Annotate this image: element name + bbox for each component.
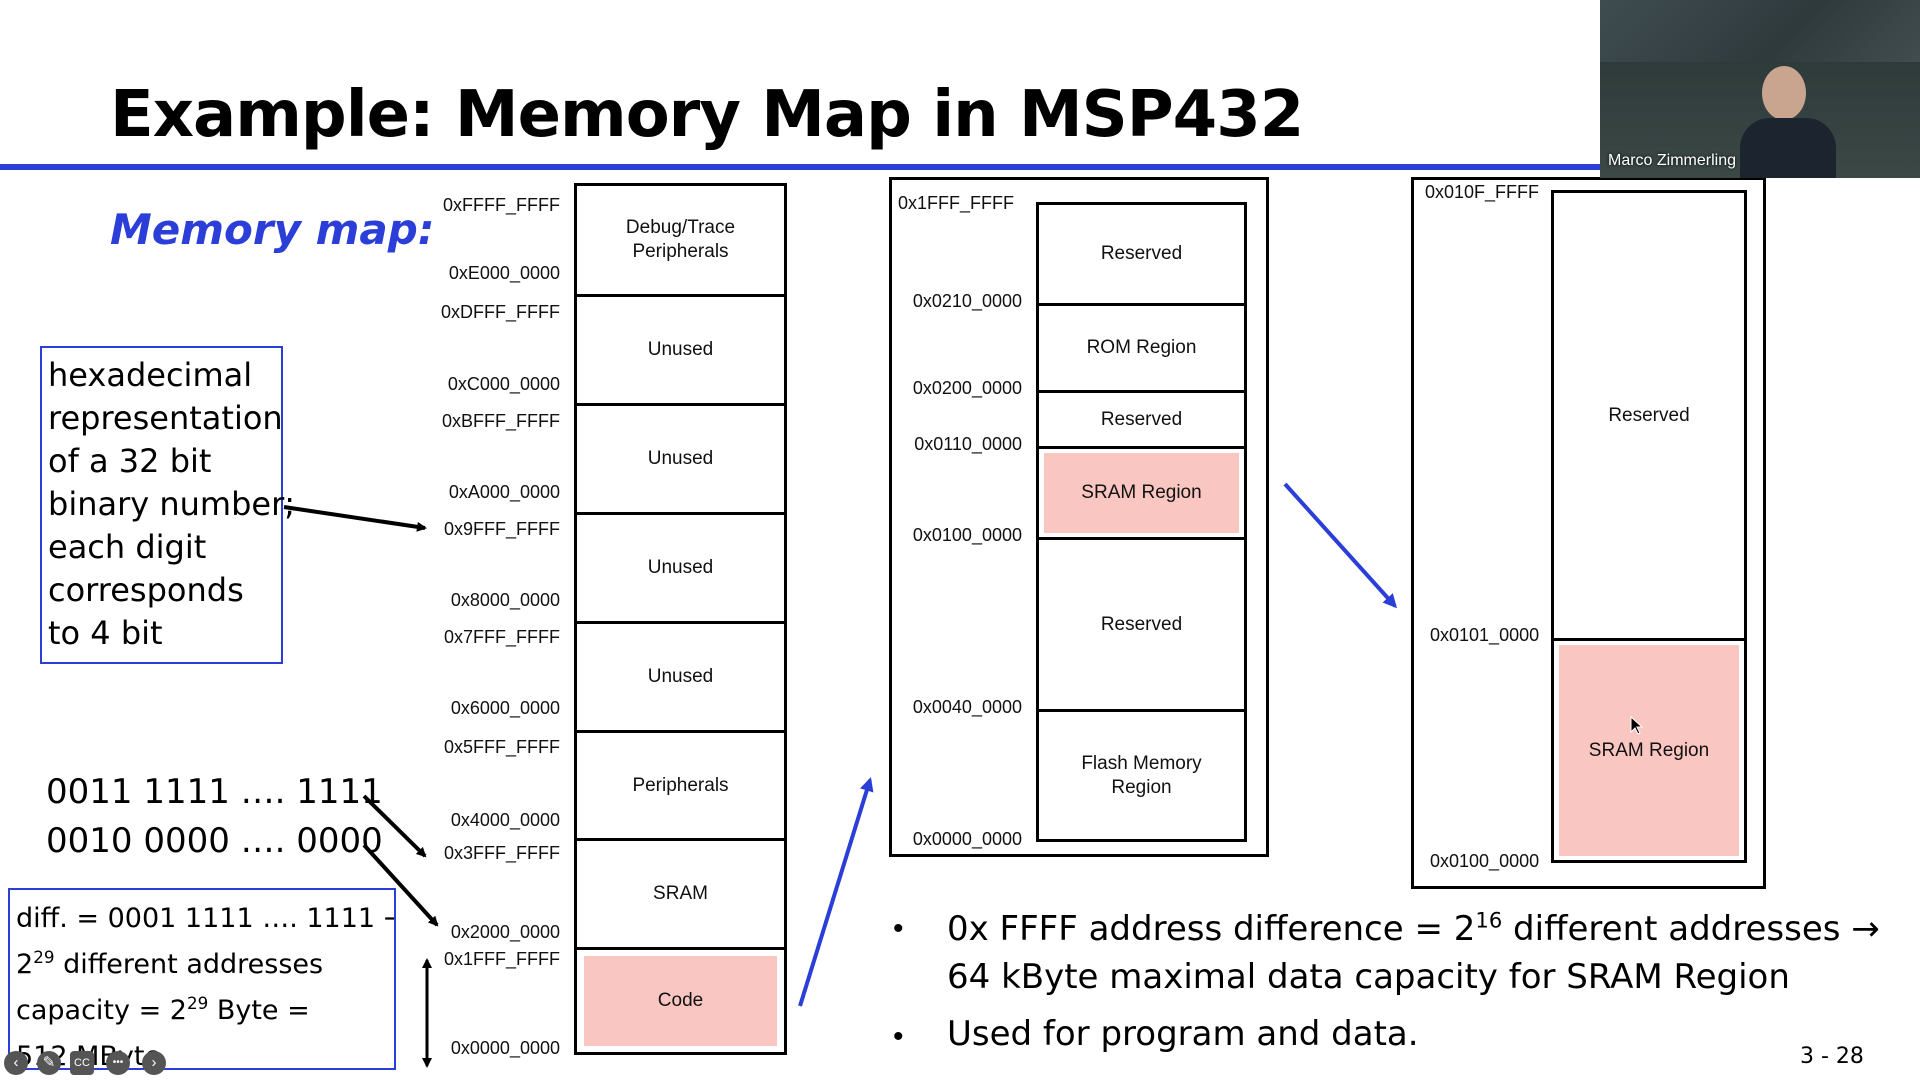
capacity-pre: capacity = 2	[16, 995, 187, 1026]
hex-note-line: corresponds	[48, 571, 244, 609]
address-label: 0x1FFF_FFFF	[444, 949, 560, 969]
address-label: 0x7FFF_FFFF	[444, 627, 560, 647]
main-memory-map: Debug/Trace Peripherals Unused Unused Un…	[574, 183, 787, 1055]
diff-exponent: 29	[33, 947, 55, 967]
address-label: 0xFFFF_FFFF	[443, 195, 560, 215]
bullet-1-pre: 0x FFFF address difference = 2	[947, 909, 1476, 949]
bullet-dot: •	[893, 1020, 904, 1053]
address-label: 0x6000_0000	[450, 698, 560, 718]
region-unused-2: Unused	[577, 403, 784, 512]
pen-icon[interactable]: ✎	[37, 1051, 61, 1075]
address-label: 0x8000_0000	[450, 590, 560, 610]
address-label: 0xDFFF_FFFF	[441, 302, 560, 322]
address-label: 0x4000_0000	[450, 810, 560, 830]
title-rule	[0, 164, 1600, 170]
slide-title: Example: Memory Map in MSP432	[110, 78, 1304, 152]
page-number: 3 - 28	[1800, 1044, 1864, 1069]
forward-icon[interactable]: ›	[142, 1051, 166, 1075]
hex-note-line: of a 32 bit	[48, 442, 212, 480]
address-label: 0xC000_0000	[447, 374, 560, 394]
speaker-body	[1740, 118, 1836, 178]
diff-line-1: diff. = 0001 1111 …. 1111 →	[16, 903, 396, 934]
capacity-post: Byte =	[208, 995, 310, 1026]
address-label: 0x0101_0000	[1430, 625, 1540, 645]
address-label: 0x0110_0000	[914, 434, 1022, 454]
sram-region-map: Reserved SRAM Region	[1551, 190, 1747, 863]
region-unused-4: Unused	[577, 621, 784, 730]
code-region-map: Reserved ROM Region Reserved SRAM Region…	[1036, 202, 1247, 842]
memory-map-heading: Memory map:	[110, 205, 435, 254]
diff-rest: different addresses	[54, 949, 324, 980]
address-label: 0x5FFF_FFFF	[444, 737, 560, 757]
bullet-2: Used for program and data.	[947, 1014, 1419, 1054]
hex-note-line: hexadecimal	[48, 356, 253, 394]
diff-note-box: diff. = 0001 1111 …. 1111 → 229 differen…	[8, 888, 396, 1070]
hex-note-line: representation	[48, 399, 283, 437]
mouse-cursor-icon	[1630, 716, 1644, 735]
bullet-1-line-2: 64 kByte maximal data capacity for SRAM …	[947, 957, 1790, 997]
region-flash: Flash Memory Region	[1039, 709, 1244, 839]
region-unused-3: Unused	[577, 512, 784, 621]
region-reserved-top: Reserved	[1100, 243, 1183, 264]
region-reserved-mid: Reserved	[1039, 390, 1244, 446]
address-label: 0x0000_0000	[912, 829, 1022, 849]
arrow-sram-zoom	[1283, 482, 1398, 609]
region-peripherals: Peripherals	[577, 730, 784, 838]
address-label: 0x0100_0000	[912, 525, 1022, 545]
hex-note-line: binary number;	[48, 485, 296, 523]
diff-line-3: capacity = 229 Byte =	[16, 988, 388, 1034]
address-label: 0xA000_0000	[448, 482, 560, 502]
arrow-hex-to-address	[283, 505, 427, 532]
address-label: 0x0000_0000	[450, 1038, 560, 1058]
back-icon[interactable]: ‹	[4, 1051, 28, 1075]
region-rom: ROM Region	[1039, 303, 1244, 390]
address-label: 0x0210_0000	[912, 291, 1022, 311]
webcam-video: Marco Zimmerling	[1600, 0, 1920, 178]
speaker-head	[1762, 66, 1806, 120]
binary-lower: 0010 0000 …. 0000	[46, 821, 383, 861]
region-unused-1: Unused	[577, 294, 784, 403]
hex-note-line: each digit	[48, 528, 207, 566]
more-icon[interactable]: •••	[106, 1051, 130, 1075]
region-sram-cell	[1039, 446, 1244, 537]
arrow-upper-binary	[362, 794, 427, 858]
binary-upper: 0011 1111 …. 1111	[46, 772, 383, 812]
address-label: 0x0200_0000	[912, 378, 1022, 398]
bullet-dot: •	[893, 912, 904, 945]
region-code: Code	[582, 954, 779, 1048]
speaker-name: Marco Zimmerling	[1608, 152, 1737, 169]
address-label: 0xE000_0000	[448, 263, 560, 283]
address-label: 0x2000_0000	[450, 922, 560, 942]
captions-icon[interactable]: CC	[70, 1051, 94, 1075]
hex-note-line: to 4 bit	[48, 614, 163, 652]
region-reserved-low: Reserved	[1039, 537, 1244, 709]
address-label: 0x010F_FFFF	[1425, 182, 1540, 202]
arrow-lower-binary	[362, 843, 439, 927]
capacity-exponent: 29	[186, 993, 209, 1013]
hex-note-box: hexadecimal representation of a 32 bit b…	[40, 346, 296, 664]
region-code-cell	[577, 947, 784, 1052]
bullet-1-line-1: 0x FFFF address difference = 216 differe…	[947, 905, 1880, 953]
address-label: 0xBFFF_FFFF	[442, 411, 560, 431]
diff-line-2: 229 different addresses	[16, 942, 388, 988]
bullet-1-post: different addresses →	[1502, 909, 1880, 949]
arrow-code-zoom	[798, 777, 874, 1007]
bullet-1-exponent: 16	[1475, 907, 1503, 933]
diff-base: 2	[16, 949, 34, 980]
region-debug-trace: Debug/Trace Peripherals	[625, 217, 736, 262]
region-sram: SRAM	[577, 838, 784, 947]
region-sram-code: SRAM Region	[1042, 451, 1241, 535]
address-label: 0x3FFF_FFFF	[444, 843, 560, 863]
region-sram-block: SRAM Region	[1557, 643, 1741, 858]
region-sram-reserved: Reserved	[1608, 404, 1690, 426]
address-label: 0x0100_0000	[1430, 851, 1540, 871]
address-label: 0x9FFF_FFFF	[444, 519, 560, 539]
address-label: 0x1FFF_FFFF	[898, 193, 1014, 213]
address-label: 0x0040_0000	[912, 697, 1022, 717]
region-sram-block-cell	[1554, 638, 1744, 860]
